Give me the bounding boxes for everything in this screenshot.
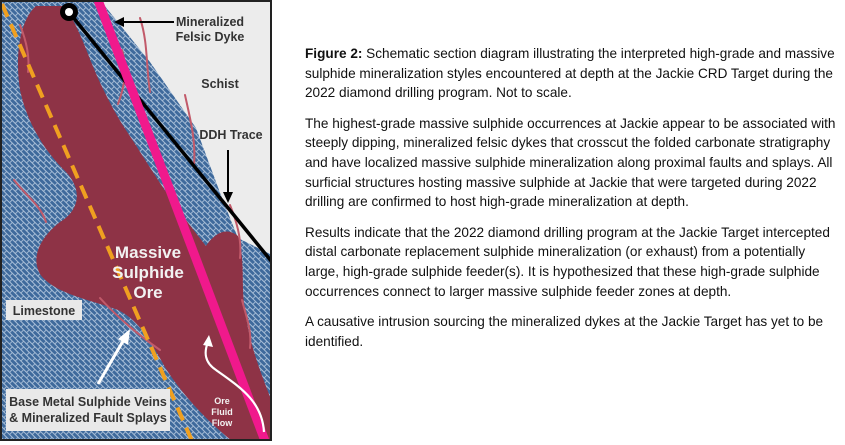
fluid-label-line3: Flow	[212, 418, 233, 428]
limestone-label: Limestone	[13, 304, 76, 318]
geologic-section-diagram: Mineralized Felsic Dyke Schist DDH Trace…	[0, 0, 272, 441]
ddh-trace-label: DDH Trace	[199, 128, 262, 142]
ore-label-line2: Sulphide	[112, 263, 184, 282]
ddh-trace-line	[66, 9, 272, 264]
fluid-label-line1: Ore	[214, 396, 230, 406]
massive-sulphide-ore-body	[17, 6, 272, 441]
caption-paragraph-1: The highest-grade massive sulphide occur…	[305, 115, 836, 210]
fluid-label-line2: Fluid	[211, 407, 233, 417]
fold-axis-line	[0, 3, 194, 441]
vein-pointer-arrow	[96, 335, 128, 385]
dyke-label-line2: Felsic Dyke	[176, 30, 245, 44]
figure-caption: Figure 2: Schematic section diagram illu…	[305, 44, 837, 103]
veins-label-line2: & Mineralized Fault Splays	[9, 411, 167, 425]
figure-label: Figure 2:	[305, 46, 363, 61]
diagram-frame	[0, 0, 272, 441]
schist-unit	[90, 0, 272, 255]
schist-label: Schist	[201, 77, 239, 91]
ore-label-line1: Massive	[115, 243, 181, 262]
caption-panel: Figure 2: Schematic section diagram illu…	[305, 44, 837, 362]
arrows	[96, 17, 266, 433]
fluid-flow-arrow	[204, 341, 266, 433]
veins-label-box	[6, 389, 170, 431]
felsic-dyke-band	[93, 0, 270, 441]
figure-caption-text: Schematic section diagram illustrating t…	[305, 46, 835, 101]
dyke-label-line1: Mineralized	[176, 15, 244, 29]
limestone-label-box	[6, 300, 82, 320]
ore-label-line3: Ore	[133, 283, 162, 302]
veins-label-line1: Base Metal Sulphide Veins	[9, 395, 167, 409]
caption-paragraph-3: A causative intrusion sourcing the miner…	[305, 314, 824, 349]
caption-paragraph-2: Results indicate that the 2022 diamond d…	[305, 224, 830, 299]
